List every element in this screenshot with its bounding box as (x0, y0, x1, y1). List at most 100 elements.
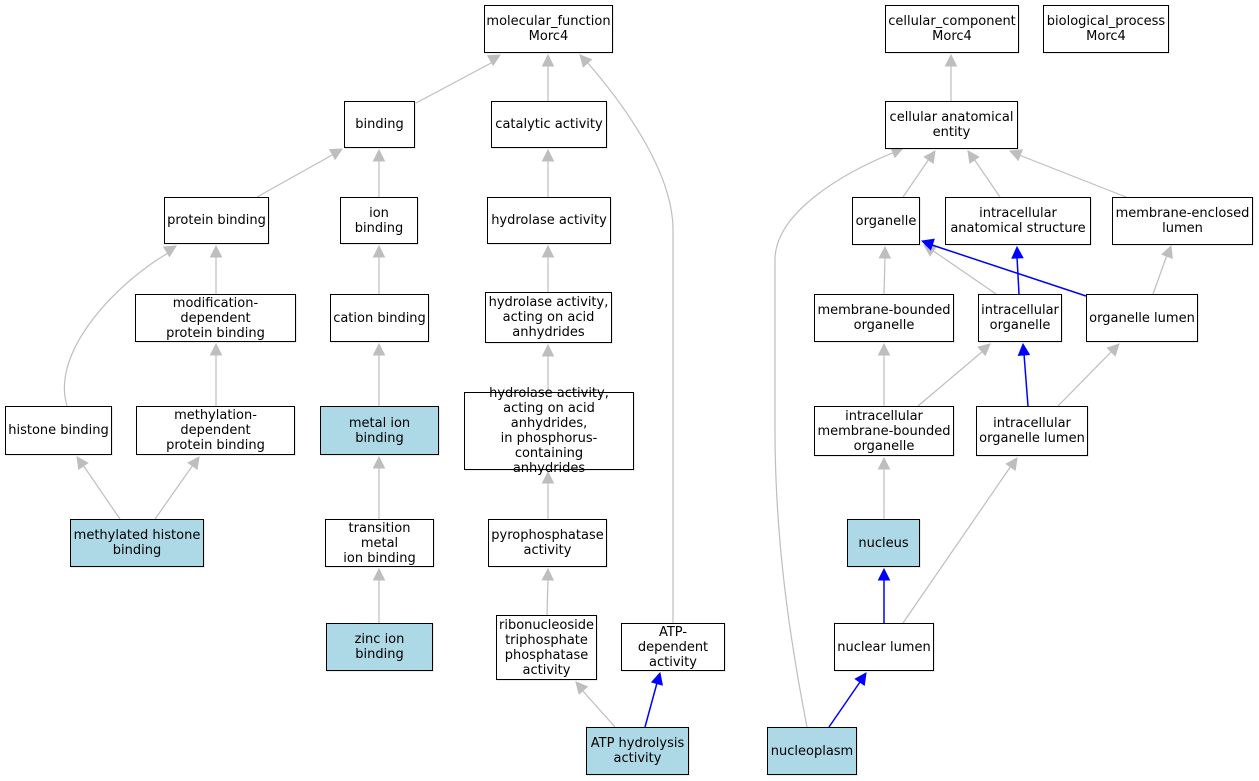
edge-moddep-to-protein (209, 244, 223, 294)
edge-phos-to-anhydrides (541, 343, 555, 392)
edge-atphydro-to-atpdep-arrowhead (650, 671, 664, 686)
edge-mbo-to-organelle (878, 245, 892, 295)
node-intracellular-organelle[interactable]: intracellular organelle (978, 294, 1062, 342)
edge-iol-to-io (1017, 342, 1031, 407)
edge-methylated-to-histone-arrowhead (76, 456, 89, 471)
node-cation-binding[interactable]: cation binding (330, 294, 429, 342)
edge-zinc-to-transition-arrowhead (372, 567, 386, 581)
node-transition-metal-ion-binding[interactable]: transition metal ion binding (325, 519, 434, 567)
edge-protein-to-binding-arrowhead (328, 148, 343, 161)
node-atp-hydrolysis-activity[interactable]: ATP hydrolysis activity (586, 727, 689, 775)
edge-imbo-to-io (917, 343, 991, 407)
edge-cation-to-ion-arrowhead (372, 244, 386, 258)
edge-organelle-to-cae-arrowhead (923, 150, 936, 165)
edge-nuclearlumen-to-nucleus (877, 567, 891, 623)
edge-imbo-to-io-arrowhead (977, 343, 991, 357)
node-molecular-function-root[interactable]: molecular_function Morc4 (484, 5, 613, 53)
node-metal-ion-binding[interactable]: metal ion binding (320, 406, 439, 455)
edge-protein-to-binding (256, 148, 343, 198)
edge-ol-to-mel-arrowhead (1161, 244, 1173, 259)
edge-catalytic-to-mf (541, 53, 555, 101)
edge-pyro-to-phos (541, 470, 555, 519)
edge-binding-to-mf (415, 54, 501, 104)
edge-organelle-to-cae (902, 150, 936, 198)
edge-phos-to-anhydrides-arrowhead (541, 343, 555, 357)
node-atp-dependent-activity[interactable]: ATP-dependent activity (621, 623, 725, 671)
edge-atphydro-to-ribo-arrowhead (575, 681, 589, 695)
edge-ias-to-cae (967, 150, 1001, 198)
edge-ias-to-cae-arrowhead (967, 150, 980, 165)
node-intracellular-anatomical-structure[interactable]: intracellular anatomical structure (945, 197, 1091, 245)
edge-methylated-to-histone (76, 456, 121, 520)
edge-anhydrides-to-hydrolase (541, 244, 555, 292)
edge-binding-to-mf-arrowhead (486, 54, 501, 67)
edge-methyldep-to-moddep (209, 342, 223, 406)
edge-io-to-ias (1011, 245, 1024, 295)
edge-ol-to-organelle (920, 238, 1087, 297)
node-nucleoplasm[interactable]: nucleoplasm (767, 727, 857, 775)
node-nucleus[interactable]: nucleus (847, 519, 920, 567)
node-modification-dependent-protein-binding[interactable]: modification-dependent protein binding (135, 294, 296, 342)
edge-hydrolase-to-catalytic-arrowhead (541, 148, 555, 162)
edge-nucleoplasm-to-nuclearlumen (828, 672, 867, 728)
node-ion-binding[interactable]: ion binding (340, 197, 418, 244)
node-intracellular-organelle-lumen[interactable]: intracellular organelle lumen (976, 406, 1088, 456)
node-catalytic-activity[interactable]: catalytic activity (491, 101, 607, 148)
edge-iol-to-ol-arrowhead (1106, 343, 1120, 357)
node-histone-binding[interactable]: histone binding (5, 406, 112, 455)
node-methylated-histone-binding[interactable]: methylated histone binding (70, 519, 204, 567)
edge-nuclearlumen-to-nucleus-arrowhead (877, 567, 891, 581)
edge-hydrolase-to-catalytic (541, 148, 555, 197)
edge-ion-to-binding (372, 148, 386, 197)
node-cellular-anatomical-entity[interactable]: cellular anatomical entity (885, 101, 1018, 149)
edge-cae-to-cc-arrowhead (944, 53, 958, 67)
edge-moddep-to-protein-arrowhead (209, 244, 223, 258)
edge-atphydro-to-ribo (575, 681, 616, 728)
node-zinc-ion-binding[interactable]: zinc ion binding (326, 623, 433, 671)
edge-methyldep-to-moddep-arrowhead (209, 342, 223, 356)
node-binding[interactable]: binding (344, 101, 415, 148)
edge-metal-to-cation-arrowhead (372, 342, 386, 356)
edge-mel-to-cae (1008, 149, 1127, 198)
node-protein-binding[interactable]: protein binding (164, 197, 269, 244)
node-methylation-dependent-protein-binding[interactable]: methylation-dependent protein binding (136, 406, 295, 455)
node-membrane-bounded-organelle[interactable]: membrane-bounded organelle (814, 294, 954, 342)
edge-atpdep-to-mf-arrowhead (579, 54, 593, 68)
edge-pyro-to-phos-arrowhead (541, 470, 555, 484)
edge-catalytic-to-mf-arrowhead (541, 53, 555, 67)
edge-histone-to-protein (63, 245, 177, 407)
edge-iol-to-ol (1057, 343, 1120, 407)
node-hydrolase-activity-acting-on-acid-anhydrides[interactable]: hydrolase activity, acting on acid anhyd… (485, 292, 612, 343)
edge-ribo-to-pyro (541, 567, 555, 616)
node-ribonucleoside-triphosphate-phosphatase-activity[interactable]: ribonucleoside triphosphate phosphatase … (496, 615, 597, 680)
edge-ribo-to-pyro-arrowhead (541, 567, 555, 581)
edge-metal-to-cation (372, 342, 386, 406)
node-hydrolase-activity-phosphorus-containing-anhydrides[interactable]: hydrolase activity, acting on acid anhyd… (464, 386, 634, 476)
edge-imbo-to-mbo-arrowhead (877, 342, 891, 356)
node-organelle[interactable]: organelle (852, 197, 920, 245)
edge-mel-to-cae-arrowhead (1008, 149, 1024, 162)
edge-nuclearlumen-to-iol-arrowhead (1005, 457, 1018, 472)
edge-cation-to-ion (372, 244, 386, 294)
edge-transition-to-metal-arrowhead (372, 455, 386, 469)
node-nuclear-lumen[interactable]: nuclear lumen (834, 623, 934, 671)
edge-methylated-to-methyldep (154, 456, 200, 520)
node-membrane-enclosed-lumen[interactable]: membrane-enclosed lumen (1112, 197, 1253, 245)
edge-transition-to-metal (372, 455, 386, 519)
edge-nucleus-to-imbo (877, 456, 891, 519)
edge-iol-to-io-arrowhead (1017, 342, 1031, 356)
edge-anhydrides-to-hydrolase-arrowhead (541, 244, 555, 258)
edge-cae-to-cc (944, 53, 958, 101)
edge-atphydro-to-atpdep (644, 671, 664, 728)
edge-nuclearlumen-to-iol (902, 457, 1018, 624)
node-pyrophosphatase-activity[interactable]: pyrophosphatase activity (488, 519, 607, 567)
node-cellular-component-root[interactable]: cellular_component Morc4 (885, 5, 1019, 53)
node-hydrolase-activity[interactable]: hydrolase activity (487, 197, 611, 244)
node-biological-process-root[interactable]: biological_process Morc4 (1043, 5, 1169, 53)
node-organelle-lumen[interactable]: organelle lumen (1086, 294, 1198, 342)
edge-io-to-ias-arrowhead (1011, 245, 1024, 259)
edge-methylated-to-methyldep-arrowhead (187, 456, 200, 471)
edge-ol-to-mel (1152, 244, 1173, 295)
node-intracellular-membrane-bounded-organelle[interactable]: intracellular membrane-bounded organelle (814, 406, 954, 456)
